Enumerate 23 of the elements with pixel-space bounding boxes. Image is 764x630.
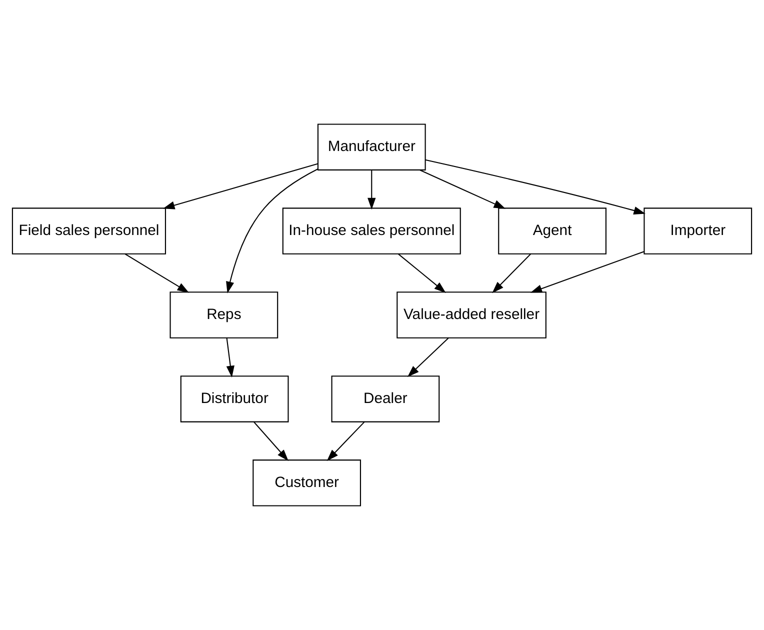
- node-box: Manufacturer: [317, 124, 426, 170]
- node-box: Distributor: [180, 376, 289, 422]
- node-box: Customer: [252, 460, 362, 506]
- arrow: [254, 422, 288, 462]
- node-box: In-house sales personnel: [282, 208, 461, 254]
- arrow: [368, 170, 376, 210]
- arrow: [530, 251, 644, 293]
- arrow: [226, 168, 318, 294]
- node-box: Field sales personnel: [12, 208, 166, 254]
- arrow: [407, 338, 449, 378]
- node-box: Importer: [644, 208, 752, 254]
- arrow: [162, 163, 318, 210]
- arrow: [398, 254, 446, 293]
- arrow: [425, 159, 646, 214]
- arrow: [326, 422, 365, 462]
- arrow: [492, 254, 532, 294]
- node-box: Dealer: [331, 376, 440, 422]
- arrow: [420, 170, 506, 209]
- arrow: [226, 338, 234, 378]
- arrow: [124, 254, 190, 293]
- node-box: Reps: [170, 292, 278, 338]
- node-box: Value-added reseller: [396, 292, 546, 338]
- node-box: Agent: [498, 208, 606, 254]
